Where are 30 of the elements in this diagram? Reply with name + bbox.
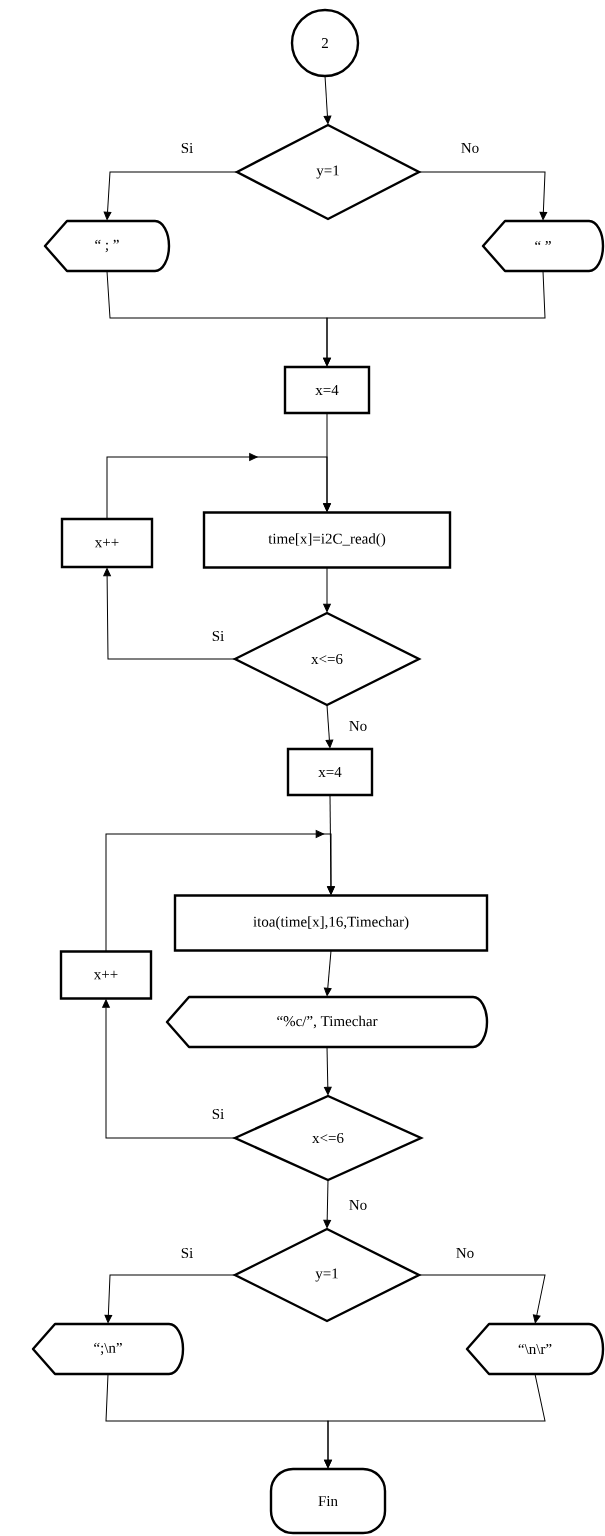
arrow [323, 75, 332, 125]
arrow [105, 830, 335, 952]
arrow [418, 171, 548, 221]
edge-label: Si [179, 141, 195, 155]
edge-label: No [347, 1199, 369, 1211]
arrow [103, 171, 238, 221]
edge-label: No [347, 720, 369, 732]
edge-label: Si [210, 629, 226, 643]
process-box: itoa(time[x],16,Timechar) [173, 894, 489, 952]
arrow [323, 1179, 332, 1229]
process-box: x=4 [286, 747, 374, 797]
edge-label: No [459, 142, 481, 154]
process-box: time[x]=i2C_read() [202, 511, 452, 569]
edge-label: No [454, 1247, 476, 1259]
arrow [104, 1274, 236, 1324]
arrow [102, 999, 236, 1139]
arrow [103, 567, 236, 660]
edge-label: Si [210, 1107, 226, 1121]
arrow [325, 704, 334, 749]
arrow [418, 1274, 546, 1324]
arrow [323, 567, 331, 613]
arrow [323, 1046, 332, 1096]
edge-label: Si [179, 1247, 195, 1260]
arrow [324, 1373, 546, 1469]
process-box: x=4 [283, 365, 371, 415]
arrow [323, 270, 546, 367]
process-box: x++ [60, 517, 154, 569]
arrow [106, 453, 331, 520]
arrow [323, 950, 332, 997]
process-box: x++ [59, 950, 153, 1000]
